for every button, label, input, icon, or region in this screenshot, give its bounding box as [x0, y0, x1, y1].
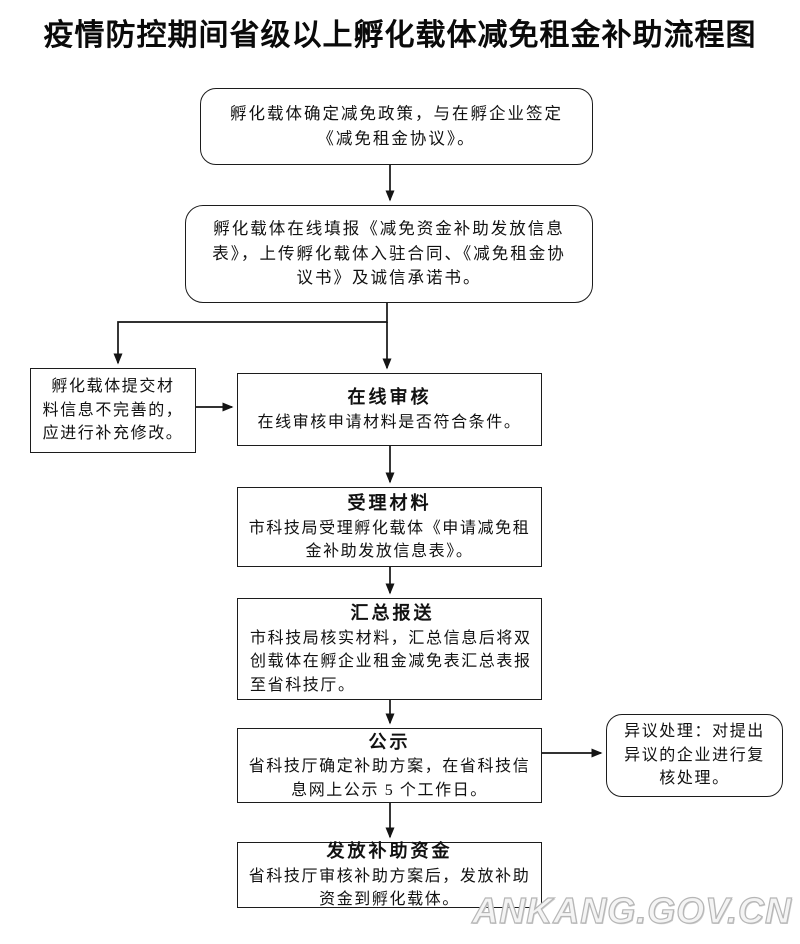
step-report-line: 至省科技厅。: [250, 677, 356, 695]
step-grant-title: 发放补助资金: [326, 841, 453, 862]
step-report-box: 汇总报送 市科技局核实材料，汇总信息后将双 创载体在孵企业租金减免表汇总表报 至…: [237, 598, 542, 700]
step-grant-line: 省科技厅审核补助方案后，发放补助: [248, 867, 531, 885]
step-objection-line: 异议的企业进行复: [624, 746, 765, 764]
step-policy-line: 孵化载体确定减免政策，与在孵企业签定: [230, 104, 563, 124]
step-accept-title: 受理材料: [347, 493, 432, 514]
step-incomplete-line: 孵化载体提交材: [51, 377, 175, 395]
step-submit-box: 孵化载体在线填报《减免资金补助发放信息 表》，上传孵化载体入驻合同、《减免租金协…: [185, 205, 593, 303]
step-submit-line: 表》，上传孵化载体入驻合同、《减免租金协: [212, 243, 566, 263]
site-watermark: ANKANG.GOV.CN: [472, 889, 792, 931]
step-accept-line: 市科技局受理孵化载体《申请减免租: [248, 519, 531, 537]
step-policy-line: 《减免租金协议》。: [317, 128, 476, 148]
step-accept-line: 金补助发放信息表》。: [305, 543, 474, 561]
step-objection-line: 核处理。: [659, 770, 730, 788]
step-policy-box: 孵化载体确定减免政策，与在孵企业签定 《减免租金协议》。: [200, 88, 593, 165]
step-objection-box: 异议处理：对提出 异议的企业进行复 核处理。: [606, 714, 783, 797]
step-publicity-title: 公示: [368, 731, 411, 752]
step-publicity-line: 省科技厅确定补助方案，在省科技信: [248, 758, 531, 776]
step-online-review-box: 在线审核 在线审核申请材料是否符合条件。: [237, 373, 542, 446]
step-online-review-line: 在线审核申请材料是否符合条件。: [257, 413, 522, 431]
step-report-line: 创载体在孵企业租金减免表汇总表报: [250, 653, 532, 671]
step-submit-line: 议书》及诚信承诺书。: [296, 268, 482, 288]
step-report-title: 汇总报送: [350, 603, 435, 624]
step-publicity-box: 公示 省科技厅确定补助方案，在省科技信 息网上公示 5 个工作日。: [237, 728, 542, 803]
step-incomplete-line: 料信息不完善的，: [42, 401, 184, 419]
step-publicity-line: 息网上公示 5 个工作日。: [291, 781, 488, 799]
step-incomplete-line: 应进行补充修改。: [42, 425, 184, 443]
step-objection-line: 异议处理：对提出: [624, 722, 765, 740]
step-grant-line: 资金到孵化载体。: [319, 891, 460, 909]
step-online-review-title: 在线审核: [347, 387, 432, 408]
page-title: 疫情防控期间省级以上孵化载体减免租金补助流程图: [43, 19, 757, 52]
step-report-line: 市科技局核实材料，汇总信息后将双: [250, 629, 532, 647]
step-grant-box: 发放补助资金 省科技厅审核补助方案后，发放补助 资金到孵化载体。: [237, 841, 542, 908]
step-accept-box: 受理材料 市科技局受理孵化载体《申请减免租 金补助发放信息表》。: [237, 487, 542, 567]
arrow-submit-branch-to-incomplete: [113, 303, 388, 365]
step-incomplete-box: 孵化载体提交材 料信息不完善的， 应进行补充修改。: [30, 368, 196, 453]
step-submit-line: 孵化载体在线填报《减免资金补助发放信息: [213, 219, 565, 239]
